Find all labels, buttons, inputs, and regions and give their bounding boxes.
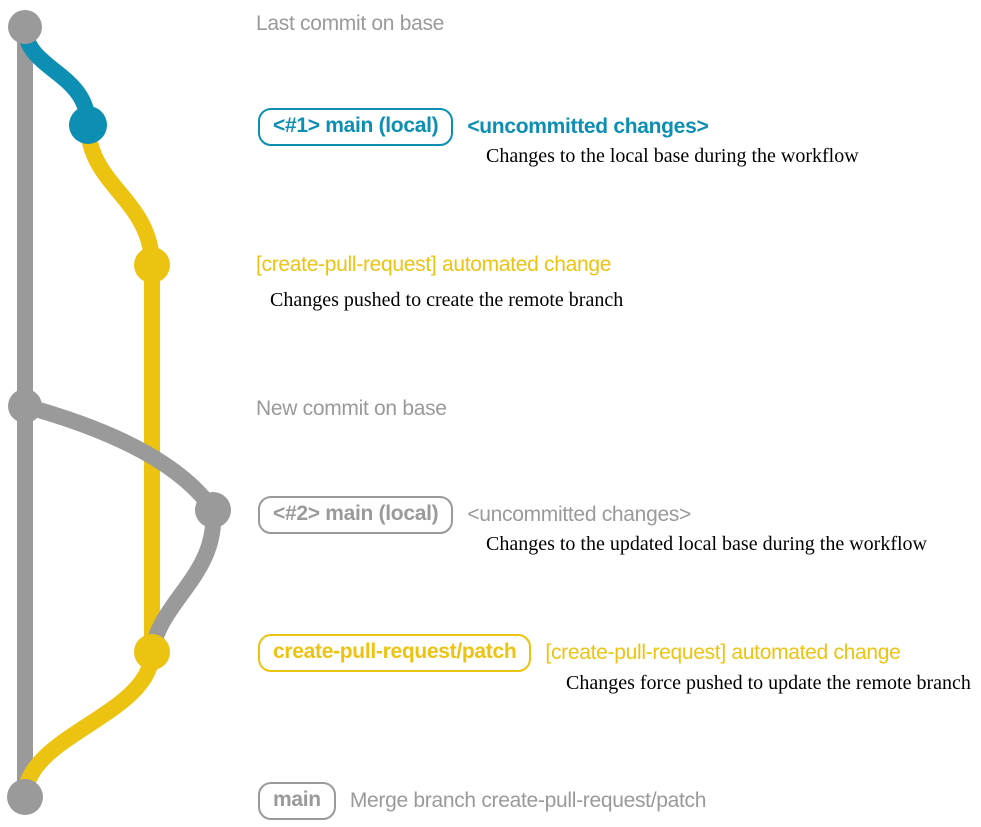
headline-new-commit-on-base: New commit on base xyxy=(256,397,447,420)
description-automated-change-1: Changes pushed to create the remote bran… xyxy=(270,289,624,311)
badge-local-main-1[interactable]: <#1> main (local) xyxy=(258,108,454,147)
description-automated-change-2: Changes force pushed to update the remot… xyxy=(566,672,971,694)
patch-2-node xyxy=(134,634,170,670)
local2-to-patch2-line xyxy=(144,502,222,660)
base-new-node xyxy=(8,389,42,423)
headline-uncommitted-changes-2: <uncommitted changes> xyxy=(467,503,691,527)
row-local-main-2: <#2> main (local) <uncommitted changes> xyxy=(258,496,691,535)
headline-merge-branch: Merge branch create-pull-request/patch xyxy=(349,789,707,813)
row-last-commit-on-base: Last commit on base xyxy=(256,12,444,36)
description-local-main-1: Changes to the local base during the wor… xyxy=(486,145,859,167)
row-automated-change-1: [create-pull-request] automated change xyxy=(256,253,611,277)
local-1-node xyxy=(69,106,107,144)
badge-create-pull-request-patch[interactable]: create-pull-request/patch xyxy=(258,634,532,673)
git-graph-svg xyxy=(7,10,231,815)
merge-node xyxy=(7,779,43,815)
row-automated-change-2: create-pull-request/patch [create-pull-r… xyxy=(258,634,901,673)
headline-last-commit-on-base: Last commit on base xyxy=(256,12,445,35)
patch2-to-merge-line xyxy=(17,644,160,805)
description-local-main-2: Changes to the updated local base during… xyxy=(486,533,927,555)
headline-automated-change-1: [create-pull-request] automated change xyxy=(256,253,612,276)
row-new-commit-on-base: New commit on base xyxy=(256,397,447,421)
headline-automated-change-2: [create-pull-request] automated change xyxy=(545,641,901,665)
row-local-main-1: <#1> main (local) <uncommitted changes> xyxy=(258,108,709,147)
badge-local-main-2[interactable]: <#2> main (local) xyxy=(258,496,454,535)
row-merge-commit: main Merge branch create-pull-request/pa… xyxy=(258,782,707,821)
base-head-node xyxy=(8,10,42,44)
remote-branch-yellow-line xyxy=(80,117,160,660)
local-2-node xyxy=(195,492,231,528)
badge-main[interactable]: main xyxy=(258,782,336,821)
headline-uncommitted-changes-1: <uncommitted changes> xyxy=(467,115,709,139)
patch-1-node xyxy=(134,247,170,283)
base-to-local2-line xyxy=(17,398,221,518)
